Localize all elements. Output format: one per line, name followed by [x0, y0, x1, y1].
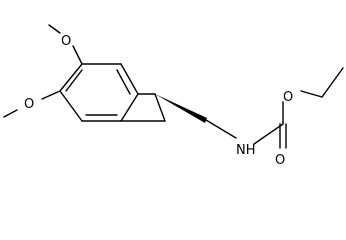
bond-ch2-nh — [205, 119, 237, 139]
stereo-wedge-bond — [155, 94, 207, 123]
bond-nh-carbonyl-c — [253, 123, 284, 145]
ring-double-3 — [116, 69, 131, 95]
atom-nh: NH — [236, 143, 256, 158]
bond-o-top-ring — [72, 45, 83, 65]
atom-o-carbonyl: O — [275, 153, 285, 168]
bond-o-bottom-ring — [41, 90, 61, 100]
ring-bond-2 — [59, 90, 83, 122]
chemical-structure: O O NH O O — [3, 24, 344, 168]
bond-methyl-o-top — [48, 24, 61, 34]
ring-double-1 — [65, 69, 83, 92]
structure-canvas: O O NH O O — [3, 24, 344, 168]
ring-bond-1 — [59, 63, 83, 92]
bond-methyl-o-bottom — [3, 109, 18, 118]
ring-bond-4 — [120, 93, 139, 122]
cyclobutane-bond-2 — [154, 93, 166, 122]
atom-o-ester: O — [283, 90, 293, 105]
ring-bond-5 — [120, 63, 139, 95]
atom-o-methoxy-bottom: O — [24, 97, 34, 112]
atom-o-methoxy-top: O — [61, 34, 71, 49]
bond-o-ester-ch2 — [300, 90, 323, 98]
bond-ethyl-ch2-ch3 — [321, 67, 344, 98]
